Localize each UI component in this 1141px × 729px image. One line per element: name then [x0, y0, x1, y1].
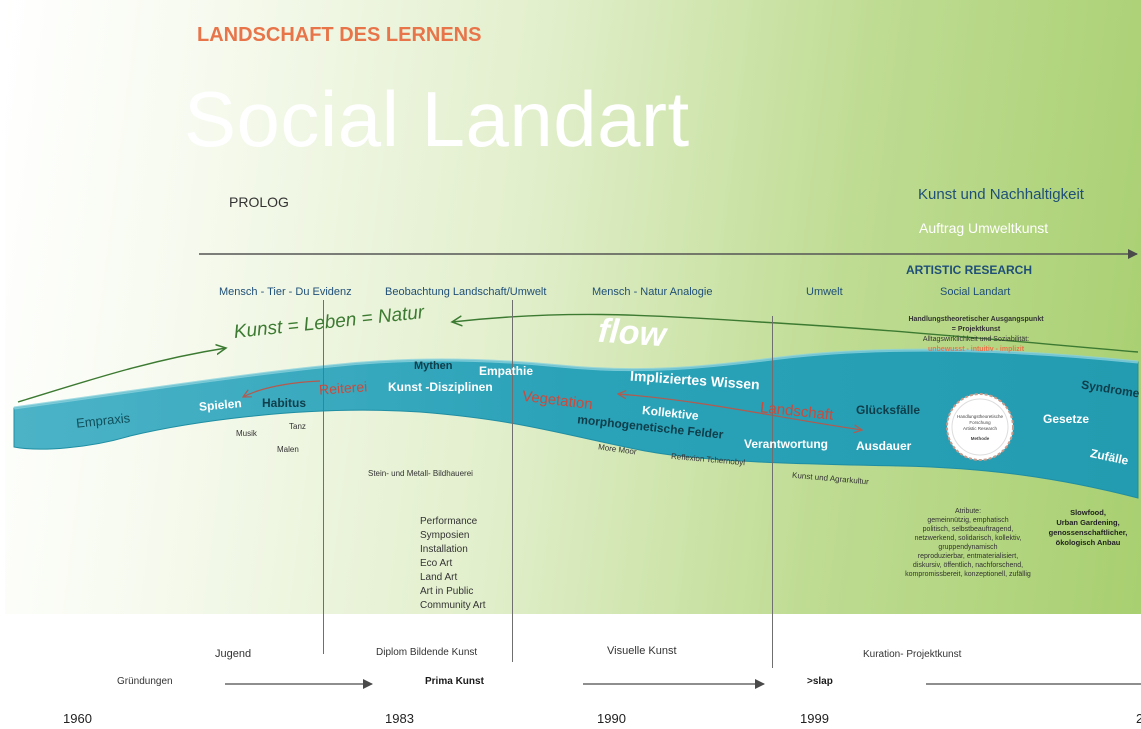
label-malen: Malen [277, 445, 299, 454]
practice-line: ökologisch Anbau [1055, 538, 1121, 547]
flow-label: flow [596, 311, 668, 355]
era-divider-1990 [512, 300, 513, 662]
attribute-line: gemeinnützig, emphatisch [927, 517, 1009, 524]
river-label-empathie: Empathie [479, 364, 534, 378]
attribute-line: diskursiv, öffentlich, nachforschend, [912, 562, 1024, 569]
attribute-line: gruppendynamisch [938, 544, 998, 551]
seal-text-top: Handlungstheoretische Forschung [956, 414, 1004, 425]
art-form-item: Eco Art [420, 558, 453, 569]
auftrag-label: Auftrag Umweltkunst [919, 220, 1049, 236]
river-label-kunst-disziplinen: Kunst -Disziplinen [388, 380, 493, 394]
phase-mensch-natur: Mensch - Natur Analogie [592, 286, 713, 298]
kunst-nachhaltigkeit-label: Kunst und Nachhaltigkeit [918, 186, 1084, 203]
practice-line: Urban Gardening, [1056, 518, 1120, 527]
phase-umwelt: Umwelt [806, 286, 843, 298]
arrow-vegetation-landschaft [618, 394, 862, 430]
river-label-gluecksfaelle: Glücksfälle [856, 403, 921, 417]
seal-text-mid: Artistic Research [962, 426, 997, 431]
practice-line: genossenschaftlicher, [1048, 528, 1128, 537]
art-form-item: Installation [420, 544, 468, 555]
label-musik: Musik [236, 429, 257, 438]
phase-social-landart: Social Landart [940, 286, 1011, 298]
seal-text-bottom: Methode [970, 436, 990, 441]
phase-beobachtung: Beobachtung Landschaft/Umwelt [385, 286, 547, 298]
research-note-line3: Alltagswirklichkeit und Soziabilität: [922, 336, 1030, 343]
timeline-kuration: Kuration- Projektkunst [863, 649, 962, 660]
page-number: 2 [1136, 711, 1141, 726]
gradient-background [5, 0, 1141, 614]
river-highlight [13, 348, 1139, 410]
timeline-slap: >slap [807, 676, 833, 687]
attribute-line: politisch, selbstbeauftragend, [922, 526, 1014, 533]
flow-curve-right [452, 313, 1139, 353]
attribute-line: netzwerkend, solidarisch, kollektiv, [914, 535, 1022, 542]
attributes-title: Atribute: [954, 508, 982, 515]
era-divider-1999 [772, 316, 773, 668]
practice-line: Slowfood, [1070, 508, 1106, 517]
art-form-item: Symposien [420, 530, 470, 541]
art-form-item: Art in Public [420, 586, 474, 597]
artistic-research-seal [946, 393, 1014, 461]
river-label-ausdauer: Ausdauer [856, 439, 912, 453]
phase-mensch-tier: Mensch - Tier - Du Evidenz [219, 286, 352, 298]
timeline-jugend: Jugend [215, 648, 252, 660]
river-label-reiterei: Reiterei [318, 378, 368, 398]
timeline-prima-kunst: Prima Kunst [425, 676, 484, 687]
era-divider-1983 [323, 300, 324, 654]
flow-curve-left [17, 348, 226, 403]
art-form-item: Land Art [420, 572, 458, 583]
seal-text: Handlungstheoretische Forschung Artistic… [950, 414, 1010, 442]
attribute-line: kompromissbereit, konzeptionell, zufälli… [905, 571, 1031, 578]
arrow-spielen-reiterei [243, 380, 321, 397]
river-label-habitus: Habitus [262, 396, 307, 410]
attribute-line: reproduzierbar, entmaterialisiert, [917, 553, 1019, 560]
river-label-mythen: Mythen [414, 360, 453, 372]
research-note-line1: Handlungstheoretischer Ausgangspunkt [908, 316, 1044, 323]
research-note: Handlungstheoretischer Ausgangspunkt = P… [878, 315, 1074, 355]
prolog-label: PROLOG [229, 194, 289, 210]
art-forms-list: Performance Symposien Installation Eco A… [420, 515, 486, 613]
year-1983: 1983 [385, 711, 414, 726]
research-note-line2: = Projektkunst [951, 326, 1001, 333]
timeline-diplom: Diplom Bildende Kunst [376, 647, 478, 658]
river-label-verantwortung: Verantwortung [744, 437, 829, 451]
year-1999: 1999 [800, 711, 829, 726]
art-form-item: Community Art [420, 600, 486, 611]
year-1960: 1960 [63, 711, 92, 726]
river-label-gesetze: Gesetze [1043, 412, 1090, 426]
kicker-title: LANDSCHAFT DES LERNENS [197, 24, 482, 46]
label-tanz: Tanz [289, 422, 306, 431]
label-stein-bildhauerei: Stein- und Metall- Bildhauerei [368, 469, 473, 478]
research-note-line4: unbewusst - intuitiv - implizit [927, 346, 1025, 353]
timeline-visuelle: Visuelle Kunst [607, 645, 677, 657]
practices-block: Slowfood, Urban Gardening, genossenschaf… [1036, 508, 1140, 548]
main-title: Social Landart [184, 75, 690, 163]
timeline-gruendungen: Gründungen [117, 676, 173, 687]
year-1990: 1990 [597, 711, 626, 726]
art-form-item: Performance [420, 516, 478, 527]
attributes-block: Atribute: gemeinnützig, emphatisch polit… [880, 507, 1056, 579]
artistic-research-label: ARTISTIC RESEARCH [906, 263, 1033, 277]
